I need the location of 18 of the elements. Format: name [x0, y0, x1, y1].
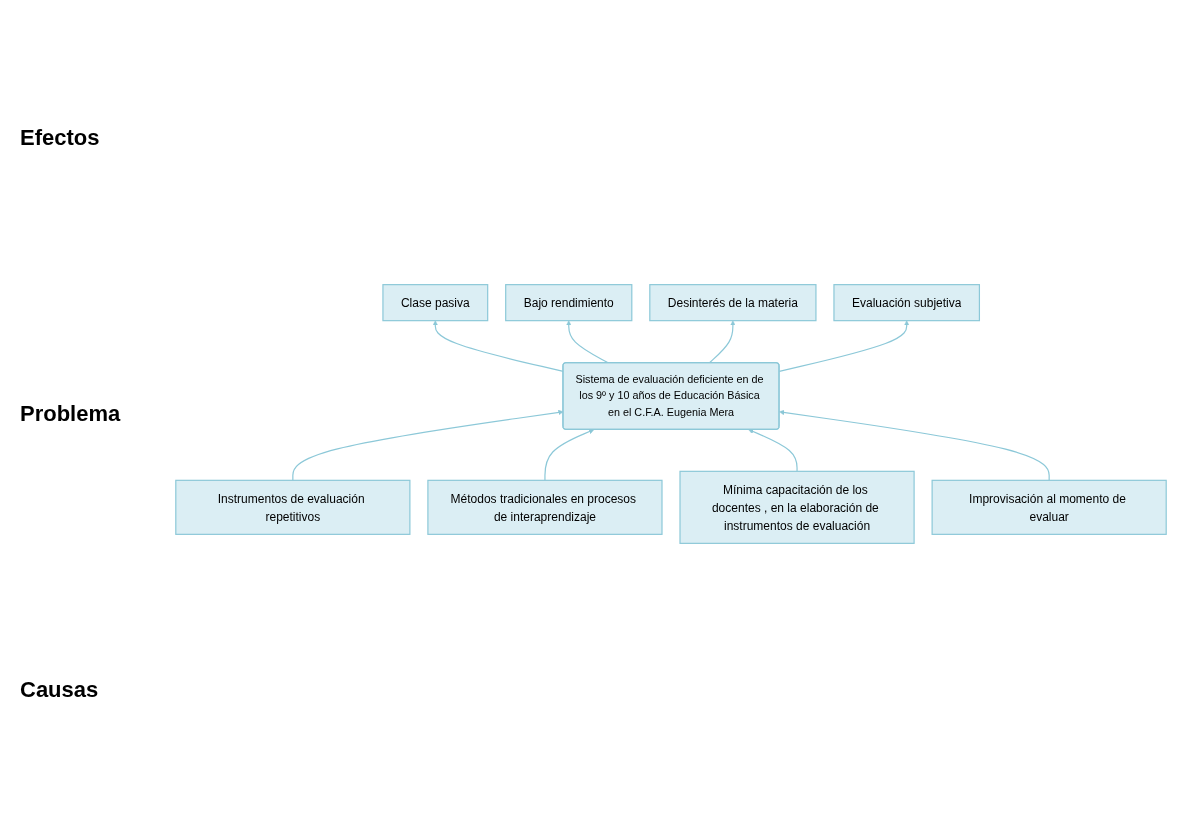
node-box: Clase pasiva [381, 284, 488, 322]
node-box: Improvisación al momento de evaluar [931, 479, 1167, 535]
row-label: Efectos [20, 125, 101, 151]
row-label: Causas [20, 677, 100, 703]
node-box: Desinterés de la materia [648, 284, 817, 322]
row-label: Problema [20, 401, 122, 427]
node-box: Mínima capacitación de los docentes , en la elaboración de instrumentos de evaluación [678, 470, 915, 544]
node-box: Instrumentos de evaluación repetitivos [174, 479, 410, 535]
arrow [543, 429, 594, 481]
node-box: Bajo rendimiento [504, 284, 632, 322]
arrow [778, 409, 1050, 481]
node-box: Evaluación subjetiva [832, 284, 980, 322]
arrow [708, 320, 735, 364]
arrow [565, 320, 609, 364]
arrow [747, 429, 798, 472]
arrow [291, 409, 563, 481]
arrow [778, 320, 909, 372]
node-box: Métodos tradicionales en procesos de interaprendizaje [426, 479, 663, 535]
